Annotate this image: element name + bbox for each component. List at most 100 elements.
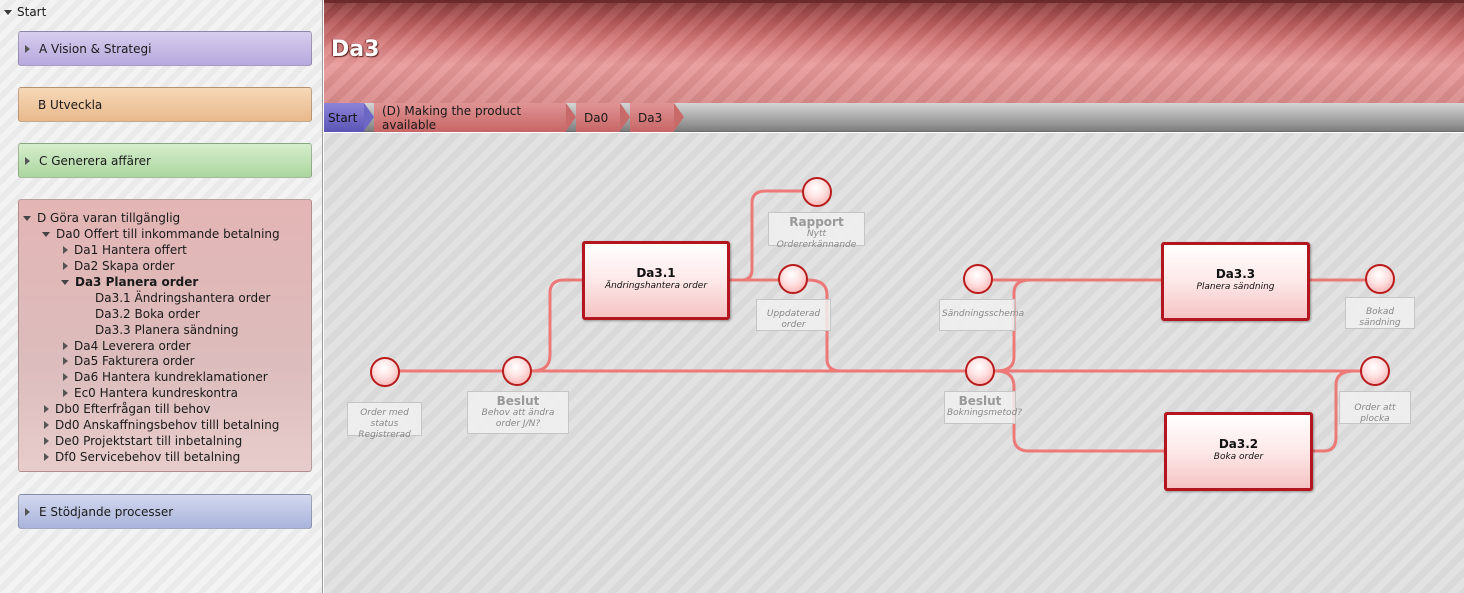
expand-arrow-icon[interactable] (63, 342, 68, 350)
tree-item-da5[interactable]: Da5 Fakturera order (63, 354, 195, 368)
event-node-uppdaterad[interactable] (778, 264, 808, 294)
event-node-rapport[interactable] (802, 177, 832, 207)
breadcrumb: Start (D) Making the product available D… (324, 103, 1464, 132)
tree-item-label: Da6 Hantera kundreklamationer (74, 370, 268, 384)
breadcrumb-making-product[interactable]: (D) Making the product available (374, 103, 566, 132)
tree-item-db0[interactable]: Db0 Efterfrågan till behov (44, 402, 210, 416)
breadcrumb-separator-icon (566, 103, 576, 131)
breadcrumb-da0[interactable]: Da0 (576, 103, 620, 132)
tree-item-label: D Göra varan tillgänglig (37, 211, 181, 225)
connector-beslut1-da31 (530, 278, 585, 373)
note-title: Beslut (958, 394, 1002, 408)
tree-item-da33[interactable]: Da3.3 Planera sändning (95, 323, 239, 337)
collapse-arrow-icon[interactable] (42, 231, 50, 237)
page-header: Da3 (324, 0, 1464, 103)
tree-item-da4[interactable]: Da4 Leverera order (63, 339, 191, 353)
breadcrumb-start[interactable]: Start (324, 103, 364, 132)
note-text: Bokad sändning (1359, 307, 1401, 328)
tree-item-label: Da4 Leverera order (74, 339, 191, 353)
process-title: Da3.3 (1215, 267, 1256, 281)
process-da31[interactable]: Da3.1 Ändringshantera order (582, 241, 730, 320)
tree-item-label: Da3.1 Ändringshantera order (95, 291, 271, 305)
process-subtitle: Planera sändning (1196, 282, 1275, 292)
expand-arrow-icon[interactable] (44, 405, 49, 413)
note-beslut1: Beslut Behov att ändra order J/N? (467, 391, 569, 434)
group-d-gora-varan[interactable]: D Göra varan tillgänglig Da0 Offert till… (18, 199, 312, 472)
expand-arrow-icon[interactable] (25, 508, 30, 516)
decision-node-beslut2[interactable] (965, 356, 995, 386)
tree-item-ec0[interactable]: Ec0 Hantera kundreskontra (63, 386, 238, 400)
group-label: C Generera affärer (39, 154, 151, 168)
tree-item-da2[interactable]: Da2 Skapa order (63, 259, 175, 273)
tree-item-d[interactable]: D Göra varan tillgänglig (23, 211, 180, 225)
note-uppdaterad: Uppdaterad order (756, 299, 831, 331)
expand-arrow-icon[interactable] (44, 421, 49, 429)
tree-item-dd0[interactable]: Dd0 Anskaffningsbehov tilll betalning (44, 418, 279, 432)
note-text: Bokningsmetod? (947, 408, 1023, 418)
tree-root-label: Start (17, 5, 47, 19)
process-title: Da3.1 (636, 266, 676, 280)
breadcrumb-separator-icon (674, 103, 684, 131)
tree-item-de0[interactable]: De0 Projektstart till inbetalning (44, 434, 242, 448)
note-text: Sändningsschema (942, 309, 1025, 319)
tree-root-start[interactable]: Start (4, 5, 46, 19)
process-da32[interactable]: Da3.2 Boka order (1164, 412, 1313, 491)
page-title: Da3 (331, 37, 380, 62)
expand-arrow-icon[interactable] (63, 389, 68, 397)
tree-item-label: Da5 Fakturera order (74, 354, 195, 368)
event-node-order-plocka[interactable] (1360, 356, 1390, 386)
event-node-bokad[interactable] (1365, 264, 1395, 294)
breadcrumb-separator-icon (620, 103, 630, 131)
expand-arrow-icon[interactable] (44, 437, 49, 445)
expand-arrow-icon[interactable] (63, 246, 68, 254)
expand-arrow-icon[interactable] (44, 453, 49, 461)
event-node-sandningsschema[interactable] (963, 264, 993, 294)
group-label: E Stödjande processer (39, 505, 174, 519)
tree-item-da0[interactable]: Da0 Offert till inkommande betalning (42, 227, 280, 241)
tree-item-label: Da2 Skapa order (74, 259, 175, 273)
decision-node-beslut1[interactable] (502, 356, 532, 386)
breadcrumb-da3[interactable]: Da3 (630, 103, 674, 132)
note-text: Order att plocka (1354, 403, 1396, 424)
collapse-arrow-icon[interactable] (61, 279, 69, 285)
tree-item-label: Ec0 Hantera kundreskontra (74, 386, 238, 400)
process-diagram-canvas: Rapport Nytt Ordererkännande Uppdaterad … (324, 133, 1464, 593)
tree-item-label: Da3.2 Boka order (95, 307, 200, 321)
group-e-stodjande[interactable]: E Stödjande processer (18, 494, 312, 529)
connector-da32-plocka (1310, 369, 1364, 453)
note-text: Behov att ändra order J/N? (481, 408, 555, 429)
expand-arrow-icon[interactable] (63, 262, 68, 270)
connector-beslut2-da33 (994, 278, 1164, 373)
note-text: Uppdaterad order (766, 309, 821, 330)
tree-item-df0[interactable]: Df0 Servicebehov till betalning (44, 450, 240, 464)
tree-item-label: Dd0 Anskaffningsbehov tilll betalning (55, 418, 280, 432)
note-title: Beslut (496, 394, 540, 408)
tree-item-label: Da3.3 Planera sändning (95, 323, 239, 337)
tree-item-da3[interactable]: Da3 Planera order (61, 275, 198, 289)
group-label: A Vision & Strategi (39, 42, 152, 56)
expand-arrow-icon[interactable] (25, 157, 30, 165)
group-label: B Utveckla (38, 98, 103, 112)
tree-item-label: De0 Projektstart till inbetalning (55, 434, 243, 448)
group-c-generera[interactable]: C Generera affärer (18, 143, 312, 178)
expand-arrow-icon[interactable] (63, 357, 68, 365)
process-da33[interactable]: Da3.3 Planera sändning (1161, 242, 1310, 321)
connector-beslut2-da32 (994, 369, 1166, 453)
tree-item-da6[interactable]: Da6 Hantera kundreklamationer (63, 370, 268, 384)
group-a-vision[interactable]: A Vision & Strategi (18, 31, 312, 66)
navigation-sidebar: Start A Vision & Strategi B Utveckla C G… (0, 0, 323, 593)
note-order-status: Order med status Registrerad (347, 402, 422, 440)
tree-item-da31[interactable]: Da3.1 Ändringshantera order (95, 291, 270, 305)
expand-arrow-icon[interactable] (25, 45, 30, 53)
note-beslut2: Beslut Bokningsmetod? (944, 391, 1022, 424)
tree-item-da1[interactable]: Da1 Hantera offert (63, 243, 187, 257)
tree-item-label: Da1 Hantera offert (74, 243, 187, 257)
event-node-order-status[interactable] (370, 357, 400, 387)
collapse-arrow-icon[interactable] (23, 215, 31, 221)
group-b-utveckla[interactable]: B Utveckla (18, 87, 312, 122)
process-title: Da3.2 (1218, 437, 1259, 451)
tree-item-da32[interactable]: Da3.2 Boka order (95, 307, 200, 321)
note-bokad: Bokad sändning (1345, 297, 1415, 329)
expand-arrow-icon[interactable] (63, 373, 68, 381)
expand-arrow-icon[interactable] (4, 9, 12, 15)
